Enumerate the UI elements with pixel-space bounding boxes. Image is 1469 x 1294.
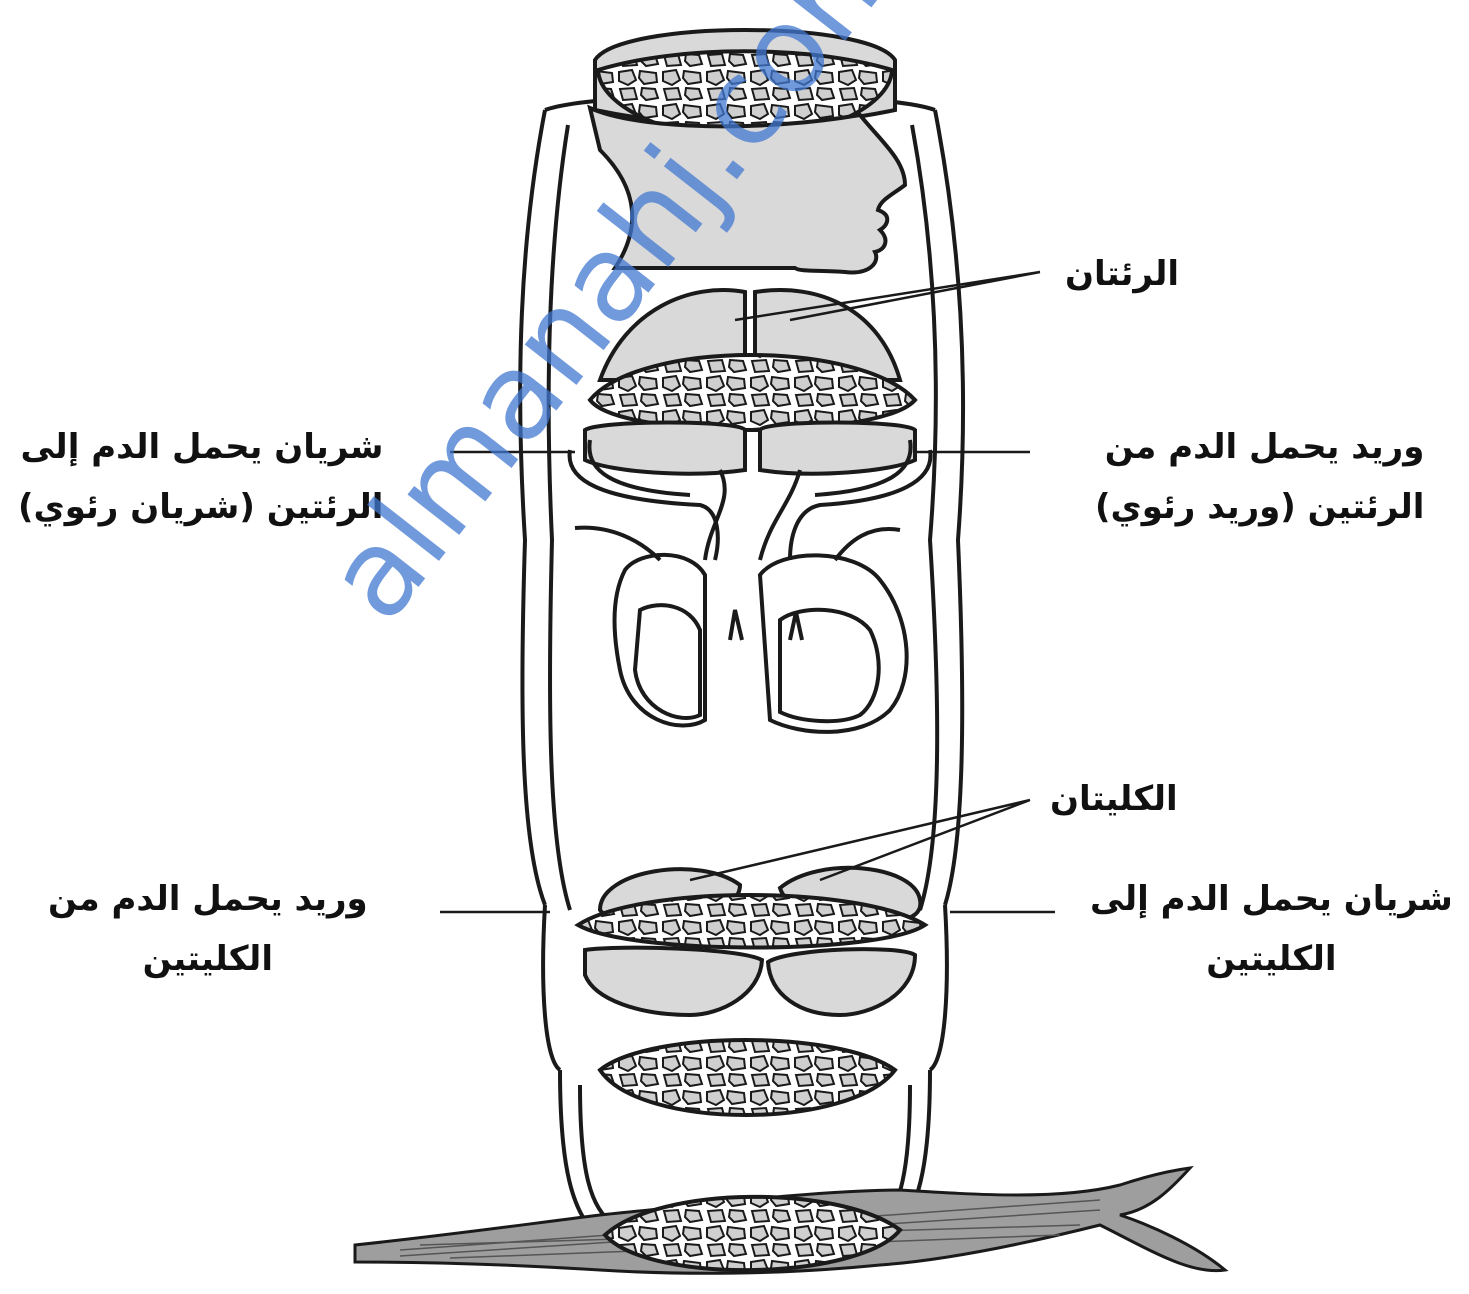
- label-lungs: الرئتان: [1065, 245, 1179, 305]
- heart: [575, 470, 907, 732]
- kidneys: [578, 868, 925, 1015]
- label-pulmonary-vein-line1: وريد يحمل الدم من: [1095, 418, 1424, 478]
- label-kidneys: الكليتان: [1050, 770, 1178, 830]
- label-renal-artery: شريان يحمل الدم إلى الكليتين: [1090, 870, 1453, 989]
- label-pulmonary-vein: وريد يحمل الدم من الرئتين (وريد رئوي): [1095, 418, 1424, 537]
- label-lungs-text: الرئتان: [1065, 245, 1179, 305]
- label-renal-vein: وريد يحمل الدم من الكليتين: [48, 870, 368, 989]
- label-renal-vein-line1: وريد يحمل الدم من: [48, 870, 368, 930]
- label-pulmonary-vein-line2: الرئتين (وريد رئوي): [1095, 478, 1424, 538]
- trunk-capillary-bed: [600, 1040, 895, 1115]
- head-silhouette: [590, 108, 905, 272]
- label-renal-artery-line2: الكليتين: [1090, 930, 1453, 990]
- muscle-capillary-bed: [355, 1168, 1225, 1273]
- label-kidneys-text: الكليتان: [1050, 770, 1178, 830]
- label-renal-artery-line1: شريان يحمل الدم إلى: [1090, 870, 1453, 930]
- label-renal-vein-line2: الكليتين: [48, 930, 368, 990]
- label-pulmonary-artery-line1: شريان يحمل الدم إلى: [18, 418, 383, 478]
- label-pulmonary-artery: شريان يحمل الدم إلى الرئتين (شريان رئوي): [18, 418, 383, 537]
- label-pulmonary-artery-line2: الرئتين (شريان رئوي): [18, 478, 383, 538]
